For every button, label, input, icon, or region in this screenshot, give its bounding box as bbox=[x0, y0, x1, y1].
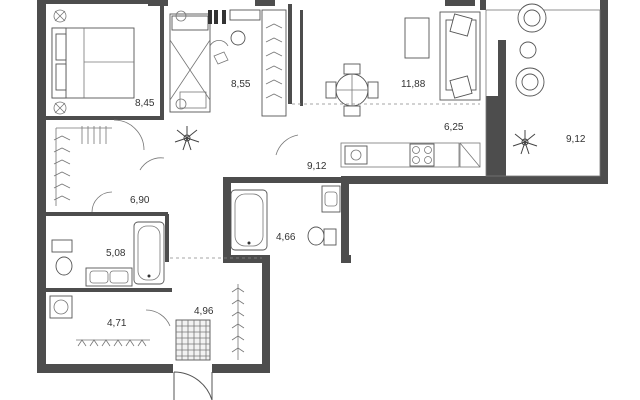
room-area-label: 9,12 bbox=[566, 134, 586, 145]
room-bathroom-2: 5,08 bbox=[51, 221, 165, 287]
sink bbox=[344, 145, 368, 165]
nightstand-icon bbox=[53, 9, 67, 23]
room-area-label: 6,25 bbox=[444, 122, 464, 133]
toilet bbox=[307, 226, 325, 246]
double-washbasin bbox=[85, 267, 133, 287]
room-bathroom-1: 4,66 bbox=[230, 185, 341, 251]
room-area-label: 5,08 bbox=[106, 248, 126, 259]
chair bbox=[230, 30, 246, 46]
room-area-label: 4,66 bbox=[276, 232, 296, 243]
room-area-label: 8,55 bbox=[231, 79, 251, 90]
bathtub bbox=[230, 189, 268, 251]
walls bbox=[37, 0, 608, 373]
room-balcony: 9,12 bbox=[485, 3, 601, 177]
plant-icon bbox=[512, 130, 538, 155]
room-hall: 9,12 bbox=[170, 126, 327, 259]
room-bedroom-2: 8,55 bbox=[169, 9, 287, 117]
bathtub bbox=[133, 221, 165, 285]
room-area-label: 4,71 bbox=[107, 318, 127, 329]
desk bbox=[229, 9, 261, 21]
chairs bbox=[343, 63, 361, 75]
room-entrance: 4,96 bbox=[173, 284, 245, 400]
wardrobe bbox=[261, 9, 287, 117]
room-area-label: 9,12 bbox=[307, 161, 327, 172]
room-area-label: 4,96 bbox=[194, 306, 214, 317]
room-living-room: 11,88 bbox=[292, 11, 481, 117]
round-table bbox=[519, 41, 537, 59]
room-area-label: 8,45 bbox=[135, 98, 155, 109]
cooktop bbox=[409, 143, 435, 167]
counter bbox=[340, 142, 460, 168]
room-wardrobe-room: 6,90 bbox=[53, 119, 165, 213]
room-area-label: 11,88 bbox=[401, 79, 426, 90]
room-storage: 4,71 bbox=[49, 295, 171, 347]
room-area-label: 6,90 bbox=[130, 195, 150, 206]
toilet bbox=[55, 256, 73, 276]
tv-stand bbox=[404, 17, 430, 59]
room-kitchen: 6,25 bbox=[340, 122, 481, 168]
room-bedroom-1: 8,45 bbox=[51, 9, 155, 115]
washing-machine bbox=[49, 295, 73, 319]
